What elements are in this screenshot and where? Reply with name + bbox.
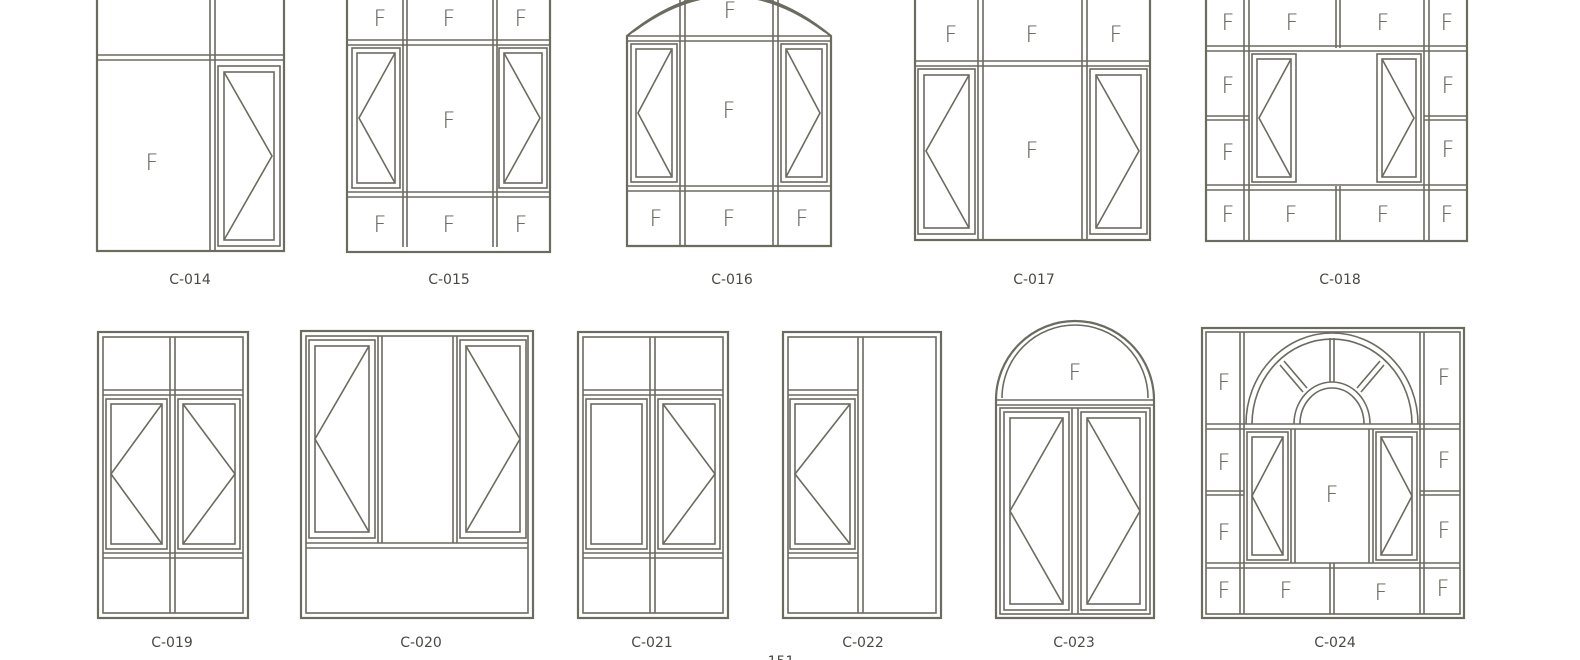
fixed-mark: F: [1286, 11, 1299, 36]
drawing-label: C-020: [400, 635, 442, 651]
fixed-mark: F: [1110, 23, 1123, 48]
fixed-mark: F: [374, 213, 387, 238]
fixed-mark: F: [1026, 139, 1039, 164]
fixed-mark: F: [1441, 11, 1454, 36]
fixed-mark: F: [1438, 519, 1451, 544]
window-c-016: F F F F F C-016: [625, 0, 833, 288]
fixed-mark: F: [723, 99, 736, 124]
fixed-mark: F: [1026, 23, 1039, 48]
window-c-024: F F F F F F F F F F F C-024: [1200, 326, 1466, 651]
window-c-020: C-020: [299, 329, 535, 651]
drawing-label: C-014: [169, 272, 211, 288]
fixed-mark: F: [1285, 203, 1298, 228]
fixed-mark: F: [945, 23, 958, 48]
fixed-mark: F: [650, 207, 663, 232]
drawing-label: C-018: [1319, 272, 1361, 288]
drawing-label: C-015: [428, 272, 470, 288]
fixed-mark: F: [1442, 138, 1455, 163]
window-c-014: F C-014: [95, 0, 286, 288]
fixed-mark: F: [1218, 451, 1231, 476]
fixed-mark: F: [515, 213, 528, 238]
fixed-mark: F: [1441, 203, 1454, 228]
fixed-mark: F: [374, 7, 387, 32]
fixed-mark: F: [1222, 141, 1235, 166]
drawing-label: C-022: [842, 635, 884, 651]
drawing-label: C-023: [1053, 635, 1095, 651]
fixed-mark: F: [1218, 579, 1231, 604]
drawing-label: C-024: [1314, 635, 1356, 651]
fixed-mark: F: [1437, 577, 1450, 602]
drawing-label: C-017: [1013, 272, 1055, 288]
fixed-mark: F: [1442, 74, 1455, 99]
fixed-mark: F: [1222, 11, 1235, 36]
page-number: 151: [768, 654, 795, 660]
fixed-mark: F: [1375, 581, 1388, 606]
fixed-mark: F: [146, 151, 159, 176]
window-c-017: F F F F C-017: [913, 0, 1152, 288]
window-c-015: F F F F F F F C-015: [345, 0, 552, 288]
fixed-mark: F: [515, 7, 528, 32]
fixed-mark: F: [1438, 366, 1451, 391]
fixed-mark: F: [443, 109, 456, 134]
fixed-mark: F: [1218, 371, 1231, 396]
fixed-mark: F: [1222, 74, 1235, 99]
drawing-label: C-016: [711, 272, 753, 288]
fixed-mark: F: [1377, 11, 1390, 36]
fixed-mark: F: [1069, 361, 1082, 386]
fixed-mark: F: [724, 0, 737, 24]
fixed-mark: F: [723, 207, 736, 232]
drawing-label: C-019: [151, 635, 193, 651]
window-c-022: C-022: [781, 330, 943, 651]
drawing-label: C-021: [631, 635, 673, 651]
fixed-mark: F: [1377, 203, 1390, 228]
fixed-mark: F: [1326, 483, 1339, 508]
fixed-mark: F: [443, 7, 456, 32]
fixed-mark: F: [1218, 521, 1231, 546]
window-c-019: C-019: [96, 330, 250, 651]
window-c-021: C-021: [576, 330, 730, 651]
fixed-mark: F: [1438, 449, 1451, 474]
window-c-018: F F F F F F F F F F F F C-018: [1204, 0, 1469, 288]
window-c-023: F C-023: [994, 319, 1156, 651]
fixed-mark: F: [796, 207, 809, 232]
fixed-mark: F: [1280, 579, 1293, 604]
fixed-mark: F: [443, 213, 456, 238]
fixed-mark: F: [1222, 203, 1235, 228]
